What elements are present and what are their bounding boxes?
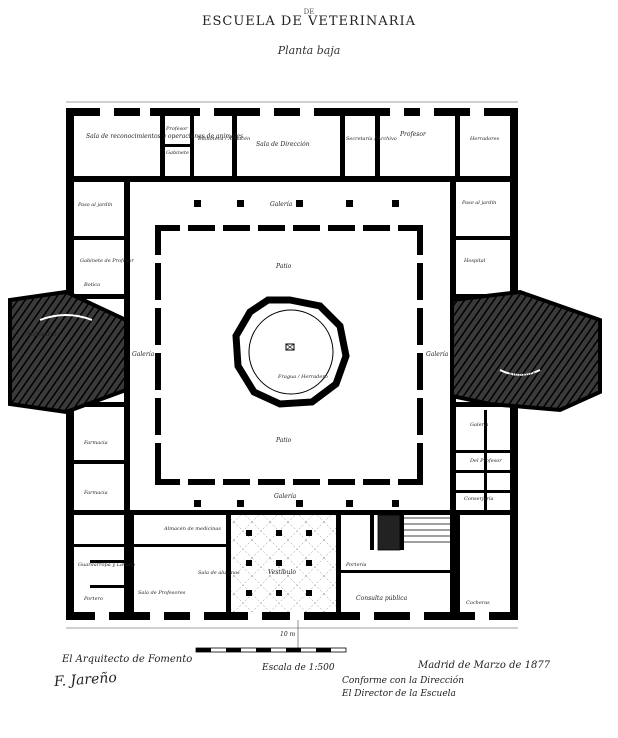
room-label: Sala de Dirección — [256, 141, 310, 148]
room-label: Hospital — [463, 258, 486, 264]
top-window-piers — [100, 108, 484, 116]
room-label: Portero — [83, 596, 103, 602]
dimension-lines — [66, 101, 518, 650]
room-label: Herradores — [469, 136, 500, 142]
staircase — [377, 514, 450, 551]
room-label: Del Profesor — [469, 458, 502, 464]
room-label: Galería — [132, 351, 155, 358]
room-label: Gabinete — [166, 150, 189, 156]
room-label: Gabinete de Profesor — [80, 258, 134, 264]
room-label: Almacén de medicinas — [163, 525, 221, 532]
page-subtitle: Planta baja — [277, 44, 341, 57]
room-label: Galería — [426, 351, 449, 358]
room-label: Anfiteatro — [507, 371, 539, 378]
room-label: Paso al jardín — [77, 201, 112, 208]
room-label: Sala de alumnos — [198, 570, 240, 576]
room-label: Anfiteatro — [25, 331, 57, 338]
left-amphitheatre — [8, 289, 128, 415]
room-label: Botica — [83, 282, 100, 288]
architect-caption: El Arquitecto de Fomento — [62, 654, 193, 665]
room-label: Farmacia — [83, 440, 108, 446]
page-title: DE ESCUELA DE VETERINARIA — [0, 8, 618, 29]
right-amphitheatre — [450, 289, 602, 413]
room-label: Sala de reconocimientos y operaciones de… — [86, 133, 243, 140]
central-pavilion — [232, 296, 350, 408]
title-prefix: DE — [303, 8, 315, 16]
bottom-window-piers — [95, 612, 489, 620]
room-label: Galería — [274, 493, 297, 500]
room-label: Fragua / Herradero — [277, 374, 328, 380]
gallery-pillars — [194, 200, 399, 507]
room-label: Portería — [345, 561, 367, 568]
top-row-partitions — [160, 112, 460, 182]
director-caption: El Director de la Escuela — [342, 689, 456, 699]
room-label: Consulta pública — [356, 595, 408, 602]
room-label: Secretaría / Archivo — [346, 135, 397, 142]
room-label: Profesor — [399, 131, 427, 138]
room-label: Galería — [270, 201, 293, 208]
room-label: Patio — [275, 437, 292, 444]
approval-caption: Conforme con la Dirección — [342, 676, 464, 686]
vestibule — [231, 515, 336, 612]
room-label: Paso al jardín — [461, 199, 496, 206]
courtyard-openings — [155, 225, 423, 485]
room-label: Vestíbulo — [268, 569, 296, 576]
room-label: Sala de Profesores — [138, 590, 186, 596]
title-text: ESCUELA DE VETERINARIA — [201, 14, 417, 29]
room-labels: Sala de reconocimientos y operaciones de… — [25, 126, 539, 606]
room-label: Cocheras — [466, 600, 490, 606]
scale-label: Escala de 1:500 — [261, 663, 335, 673]
room-label: Guardarropa y Lavabo — [78, 562, 135, 568]
room-label: Biblioteca / Almacén — [197, 135, 250, 142]
room-label: Patio — [275, 263, 292, 270]
room-label: Profesor — [165, 126, 188, 132]
room-label: Galería — [470, 421, 489, 428]
room-label: Farmacia — [83, 490, 108, 496]
room-label: Conserjería — [464, 495, 493, 502]
scale-bar — [195, 647, 347, 653]
date-caption: Madrid de Marzo de 1877 — [418, 660, 551, 671]
bottom-block-walls — [66, 510, 518, 616]
scale-ticks-label: 10 m — [280, 631, 296, 638]
